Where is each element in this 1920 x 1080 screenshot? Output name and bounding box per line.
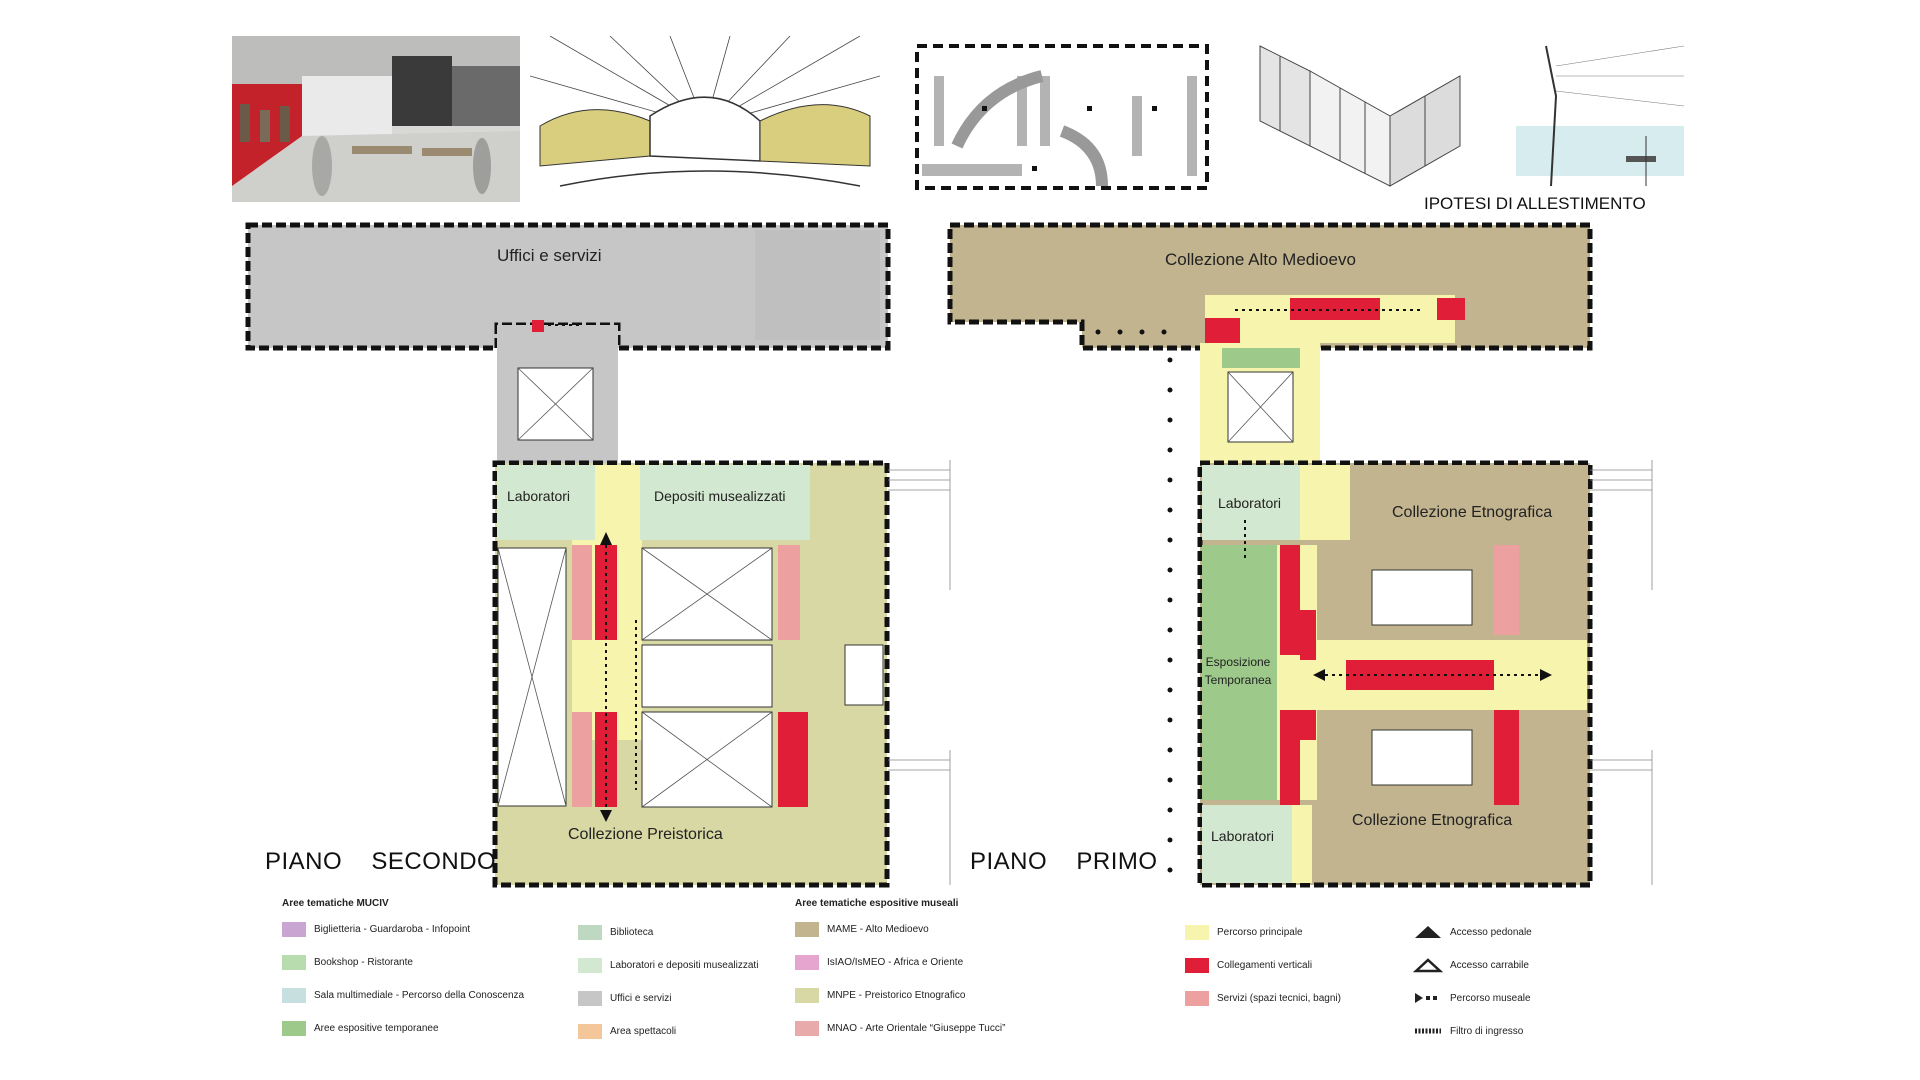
- legend-label: Uffici e servizi: [610, 992, 672, 1004]
- legend-swatch: [282, 921, 306, 937]
- legend-swatch: [1185, 924, 1209, 940]
- legend-item: Laboratori e depositi musealizzati: [578, 955, 798, 975]
- legend-item: Uffici e servizi: [578, 988, 798, 1008]
- legend-item: Bookshop - Ristorante: [282, 952, 562, 972]
- outline-triangle-icon: [1412, 957, 1444, 973]
- sketch-thumbnail: [530, 36, 880, 202]
- legend-swatch: [282, 987, 306, 1003]
- floor-plans: [245, 222, 1653, 888]
- legend-label: Sala multimediale - Percorso della Conos…: [314, 989, 525, 1001]
- room-etnografica-bottom: Collezione Etnografica: [1352, 812, 1513, 829]
- plan-piano-primo: [947, 222, 1653, 888]
- legend-label: Bookshop - Ristorante: [314, 956, 413, 968]
- filled-triangle-icon: [1412, 924, 1444, 940]
- legend-label: Servizi (spazi tecnici, bagni): [1217, 992, 1341, 1004]
- room-preistorica: Collezione Preistorica: [568, 826, 723, 843]
- caption-ipotesi: IPOTESI DI ALLESTIMENTO: [1424, 194, 1646, 213]
- legend-swatch: [1185, 990, 1209, 1006]
- room-esposizione: Esposizione Temporanea: [1204, 655, 1272, 687]
- legend-item: Accesso carrabile: [1412, 955, 1612, 975]
- legend-swatch: [795, 921, 819, 937]
- legend-label: Filtro di ingresso: [1450, 1025, 1524, 1037]
- legend-item: MNAO - Arte Orientale “Giuseppe Tucci”: [795, 1018, 1055, 1038]
- legend-swatch: [282, 1020, 306, 1036]
- room-laboratori-bottom: Laboratori: [1211, 828, 1275, 844]
- legend-swatch: [578, 990, 602, 1006]
- route-arrow-icon: [1412, 990, 1444, 1006]
- section-thumbnail: [1516, 36, 1684, 202]
- axonometric-thumbnail: [1250, 36, 1472, 202]
- legend-swatch: [795, 954, 819, 970]
- legend-item: Area spettacoli: [578, 1021, 798, 1041]
- legend-label: Accesso pedonale: [1450, 926, 1532, 938]
- legend-swatch: [795, 987, 819, 1003]
- legend-services: Biblioteca Laboratori e depositi museali…: [578, 922, 798, 1054]
- room-laboratori: Laboratori: [507, 488, 571, 504]
- legend-swatch: [578, 957, 602, 973]
- legend-museali-title: Aree tematiche espositive museali: [795, 898, 959, 909]
- legend-item: Percorso museale: [1412, 988, 1612, 1008]
- legend-item: Sala multimediale - Percorso della Conos…: [282, 985, 562, 1005]
- plan-title-primo: PIANO PRIMO: [970, 848, 1158, 875]
- legend-item: Percorso principale: [1185, 922, 1405, 942]
- legend-swatch: [795, 1020, 819, 1036]
- room-uffici: Uffici e servizi: [497, 246, 602, 265]
- legend-item: Filtro di ingresso: [1412, 1021, 1612, 1041]
- legend-symbols: Accesso pedonale Accesso carrabile Perco…: [1412, 922, 1612, 1054]
- legend-swatch: [282, 954, 306, 970]
- legend-label: Biblioteca: [610, 926, 654, 938]
- legend-item: MAME - Alto Medioevo: [795, 919, 1055, 939]
- room-alto-medioevo: Collezione Alto Medioevo: [1165, 250, 1356, 269]
- legend-label: MAME - Alto Medioevo: [827, 923, 929, 935]
- legend-swatch: [578, 1023, 602, 1039]
- room-etnografica-top: Collezione Etnografica: [1392, 504, 1553, 521]
- legend-muciv-title: Aree tematiche MUCIV: [282, 898, 389, 909]
- legend-item: Aree espositive temporanee: [282, 1018, 562, 1038]
- legend-label: Area spettacoli: [610, 1025, 677, 1037]
- legend-item: Collegamenti verticali: [1185, 955, 1405, 975]
- legend-label: Percorso museale: [1450, 992, 1531, 1004]
- plan-piano-secondo: [245, 222, 951, 888]
- legend-item: IsIAO/IsMEO - Africa e Oriente: [795, 952, 1055, 972]
- legend-label: Percorso principale: [1217, 926, 1303, 938]
- legend-label: Laboratori e depositi musealizzati: [610, 959, 759, 971]
- plan-detail-thumbnail: [912, 36, 1234, 202]
- legend-label: Aree espositive temporanee: [314, 1022, 439, 1034]
- room-depositi: Depositi musealizzati: [654, 488, 786, 504]
- legend-label: Collegamenti verticali: [1217, 959, 1313, 971]
- render-thumbnail: [232, 36, 520, 202]
- legend-item: Accesso pedonale: [1412, 922, 1612, 942]
- hatched-line-icon: [1412, 1023, 1444, 1039]
- legend-percorso: Percorso principale Collegamenti vertica…: [1185, 922, 1405, 1021]
- legend-label: MNPE - Preistorico Etnografico: [827, 989, 966, 1001]
- legend-label: Accesso carrabile: [1450, 959, 1529, 971]
- legend-item: Biblioteca: [578, 922, 798, 942]
- legend-item: Servizi (spazi tecnici, bagni): [1185, 988, 1405, 1008]
- legend-swatch: [578, 924, 602, 940]
- legend-museali: Aree tematiche espositive museali MAME -…: [795, 898, 1055, 1051]
- room-laboratori-top: Laboratori: [1218, 495, 1282, 511]
- legend-muciv: Aree tematiche MUCIV Biglietteria - Guar…: [282, 898, 562, 1051]
- legend-item: Biglietteria - Guardaroba - Infopoint: [282, 919, 562, 939]
- legend-label: MNAO - Arte Orientale “Giuseppe Tucci”: [827, 1022, 1006, 1034]
- legend-label: IsIAO/IsMEO - Africa e Oriente: [827, 956, 964, 968]
- plan-title-secondo: PIANO SECONDO: [265, 848, 497, 875]
- legend-swatch: [1185, 957, 1209, 973]
- legend-item: MNPE - Preistorico Etnografico: [795, 985, 1055, 1005]
- legend-label: Biglietteria - Guardaroba - Infopoint: [314, 923, 471, 935]
